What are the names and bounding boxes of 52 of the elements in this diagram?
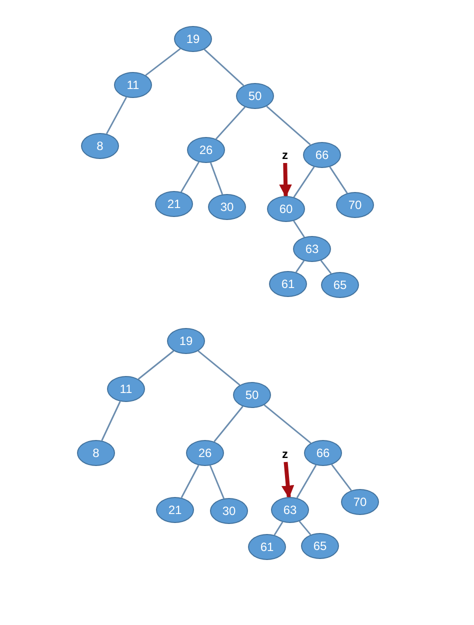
tree-edge bbox=[296, 464, 317, 498]
tree-edge bbox=[101, 401, 121, 441]
tree-edge bbox=[320, 260, 332, 274]
pointer-label: z bbox=[279, 446, 291, 462]
tree-node: 8 bbox=[81, 133, 119, 159]
tree-edge bbox=[145, 48, 181, 76]
tree-edge bbox=[209, 465, 225, 499]
tree-node: 66 bbox=[303, 142, 341, 168]
tree-edge bbox=[215, 106, 246, 140]
tree-node: 50 bbox=[236, 83, 274, 109]
tree-node: 21 bbox=[156, 497, 194, 523]
tree-node: 61 bbox=[269, 271, 307, 297]
arrow bbox=[279, 162, 292, 198]
tree-edge bbox=[266, 106, 311, 146]
tree-node: 50 bbox=[233, 382, 271, 408]
tree-edge bbox=[293, 166, 315, 198]
arrow bbox=[281, 462, 294, 498]
tree-edge bbox=[274, 522, 284, 536]
tree-edge bbox=[293, 220, 305, 238]
tree-node: 60 bbox=[267, 196, 305, 222]
tree-node: 26 bbox=[186, 440, 224, 466]
tree-node: 26 bbox=[187, 137, 225, 163]
tree-node: 21 bbox=[155, 191, 193, 217]
tree-node: 11 bbox=[107, 376, 145, 402]
tree-node: 30 bbox=[208, 194, 246, 220]
tree-node: 63 bbox=[293, 236, 331, 262]
tree-edge bbox=[106, 96, 128, 134]
tree-node: 11 bbox=[114, 72, 152, 98]
pointer-label: z bbox=[279, 147, 291, 163]
tree-edge bbox=[264, 404, 312, 444]
tree-node: 70 bbox=[341, 489, 379, 515]
tree-node: 30 bbox=[210, 498, 248, 524]
tree-edge bbox=[295, 260, 305, 273]
tree-node: 61 bbox=[248, 534, 286, 560]
tree-edge bbox=[198, 350, 240, 386]
tree-node: 65 bbox=[321, 272, 359, 298]
tree-node: 70 bbox=[336, 192, 374, 218]
tree-node: 65 bbox=[301, 533, 339, 559]
tree-node: 19 bbox=[167, 328, 205, 354]
tree-edge bbox=[298, 520, 312, 536]
tree-edge bbox=[214, 406, 244, 442]
tree-node: 19 bbox=[174, 26, 212, 52]
tree-edge bbox=[180, 464, 200, 498]
tree-node: 66 bbox=[304, 440, 342, 466]
tree-edge bbox=[329, 166, 348, 194]
tree-edge bbox=[138, 350, 174, 380]
tree-node: 63 bbox=[271, 497, 309, 523]
tree-edge bbox=[331, 464, 352, 491]
tree-edge bbox=[180, 162, 200, 192]
tree-node: 8 bbox=[77, 440, 115, 466]
tree-edge bbox=[204, 48, 244, 86]
tree-edge bbox=[210, 162, 224, 195]
